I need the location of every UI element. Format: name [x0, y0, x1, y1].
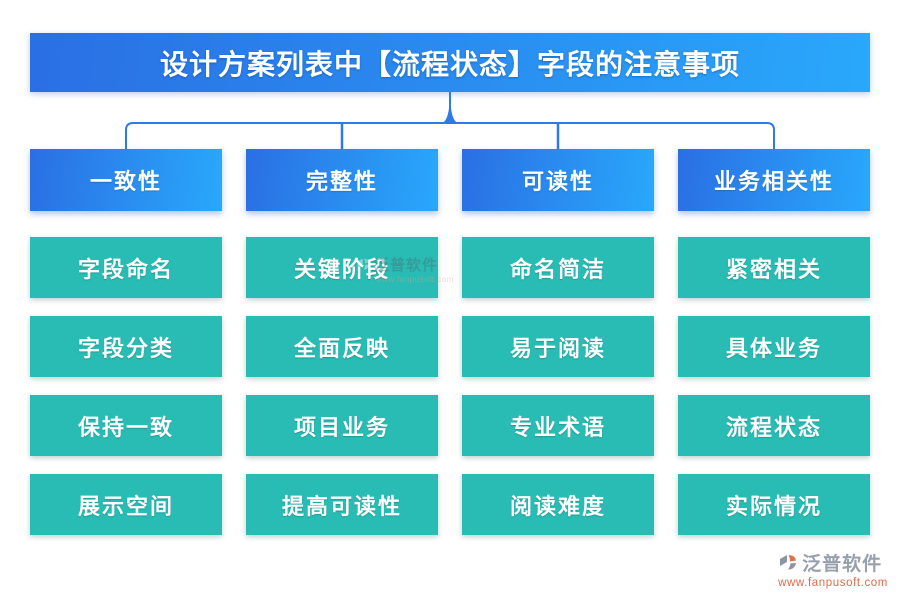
- node-box: 保持一致: [30, 395, 222, 456]
- node-box: 命名简洁: [462, 237, 654, 298]
- node-box: 提高可读性: [246, 474, 438, 535]
- node-box: 流程状态: [678, 395, 870, 456]
- node-label: 字段命名: [77, 256, 174, 282]
- node-label: 实际情况: [725, 493, 822, 519]
- branch-header: 可读性: [462, 149, 654, 211]
- node-box: 全面反映: [246, 316, 438, 377]
- node-box: 关键阶段: [246, 237, 438, 298]
- branch-header: 一致性: [30, 149, 222, 211]
- node-label: 具体业务: [725, 335, 822, 361]
- branch-business-relevance: 业务相关性 紧密相关 具体业务 流程状态 实际情况: [678, 149, 870, 553]
- node-box: 紧密相关: [678, 237, 870, 298]
- branch-header-label: 一致性: [89, 169, 162, 194]
- node-box: 字段分类: [30, 316, 222, 377]
- node-label: 提高可读性: [281, 493, 402, 519]
- branch-header-label: 可读性: [521, 169, 594, 194]
- title-banner: 设计方案列表中【流程状态】字段的注意事项: [30, 33, 870, 92]
- node-label: 字段分类: [77, 335, 174, 361]
- branch-header: 业务相关性: [678, 149, 870, 211]
- branch-consistency: 一致性 字段命名 字段分类 保持一致 展示空间: [30, 149, 222, 553]
- node-label: 保持一致: [77, 414, 174, 440]
- node-box: 展示空间: [30, 474, 222, 535]
- node-label: 专业术语: [509, 414, 606, 440]
- node-label: 项目业务: [293, 414, 390, 440]
- node-label: 易于阅读: [509, 335, 606, 361]
- branch-columns: 一致性 字段命名 字段分类 保持一致 展示空间 完整性 关键阶段 全面: [30, 149, 870, 553]
- branch-readability: 可读性 命名简洁 易于阅读 专业术语 阅读难度: [462, 149, 654, 553]
- branch-header-label: 完整性: [305, 169, 378, 194]
- node-box: 阅读难度: [462, 474, 654, 535]
- node-box: 实际情况: [678, 474, 870, 535]
- node-label: 展示空间: [77, 493, 174, 519]
- node-label: 关键阶段: [293, 256, 390, 282]
- node-label: 命名简洁: [509, 256, 606, 282]
- node-label: 全面反映: [293, 335, 390, 361]
- footer-brand-text: 泛普软件: [802, 554, 883, 575]
- node-box: 项目业务: [246, 395, 438, 456]
- node-label: 紧密相关: [725, 256, 822, 282]
- node-label: 阅读难度: [509, 493, 606, 519]
- branch-header-label: 业务相关性: [713, 169, 834, 194]
- node-box: 具体业务: [678, 316, 870, 377]
- fanpu-logo-icon: [780, 554, 797, 570]
- node-label: 流程状态: [725, 414, 822, 440]
- node-box: 专业术语: [462, 395, 654, 456]
- footer-brand: 泛普软件 www.fanpusoft.com: [778, 549, 888, 589]
- branch-header: 完整性: [246, 149, 438, 211]
- node-box: 字段命名: [30, 237, 222, 298]
- node-box: 易于阅读: [462, 316, 654, 377]
- footer-url-text: www.fanpusoft.com: [778, 577, 888, 589]
- page-title: 设计方案列表中【流程状态】字段的注意事项: [159, 48, 740, 80]
- branch-completeness: 完整性 关键阶段 全面反映 项目业务 提高可读性: [246, 149, 438, 553]
